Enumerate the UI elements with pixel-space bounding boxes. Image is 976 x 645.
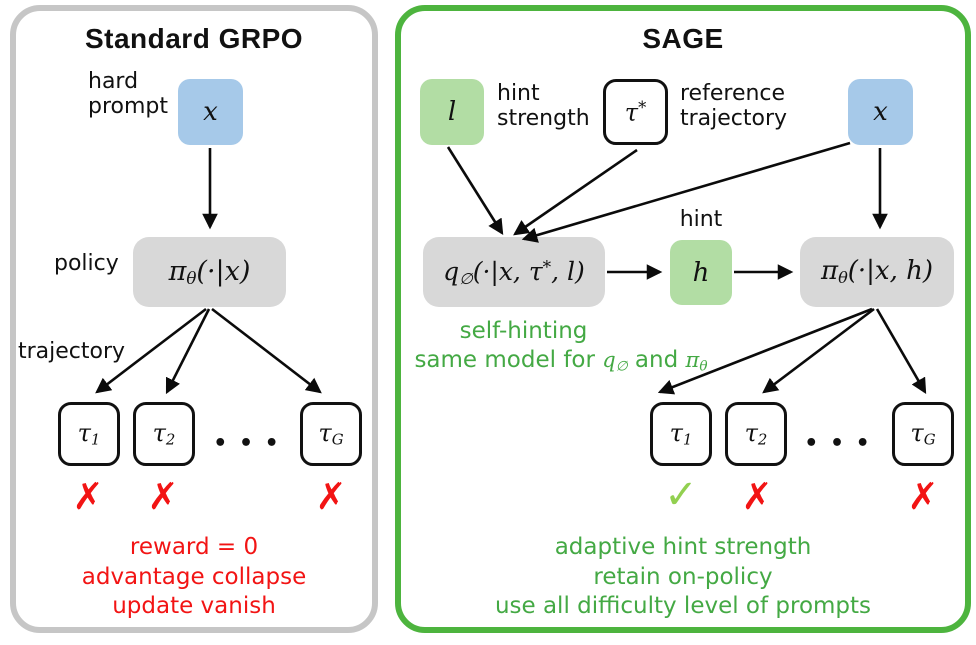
- theta-subscript: θ: [838, 268, 848, 288]
- q-args-pre: (·|x, τ: [472, 256, 543, 286]
- q-symbol: q: [602, 348, 616, 372]
- sage-caption-line2: retain on-policy: [593, 563, 773, 590]
- policy-args: (·|x, h): [847, 256, 934, 287]
- sage-caption-line3: use all difficulty level of prompts: [494, 593, 872, 619]
- policy-args: (·|x): [196, 255, 251, 287]
- q-symbol: q: [443, 256, 460, 286]
- grpo-caption: reward = 0 advantage collapse update van…: [16, 533, 372, 622]
- sage-policy-node-label: πθ(·|x, h): [821, 256, 933, 287]
- sage-policy-node: πθ(·|x, h): [800, 237, 954, 307]
- hard-prompt-label: hard prompt: [88, 69, 168, 119]
- grpo-traj-node-G: τG: [300, 402, 362, 466]
- self-hinting-note-line1: self-hinting: [459, 318, 588, 344]
- phi-subscript: ∅: [615, 358, 628, 375]
- hard-prompt-label-line2: prompt: [88, 94, 169, 119]
- q-phi-inline: q∅: [602, 348, 628, 375]
- sage-caption: adaptive hint strength retain on-policy …: [401, 533, 965, 622]
- q-args-post: , l): [551, 256, 585, 286]
- hint-strength-label-line2: strength: [497, 106, 590, 131]
- tau-symbol: τ: [910, 419, 924, 448]
- tau-subscript: G: [923, 430, 936, 449]
- sage-traj-node-2: τ2: [725, 402, 787, 466]
- grpo-caption-line2: advantage collapse: [81, 563, 307, 590]
- cross-mark-icon: ✗: [315, 475, 347, 518]
- trajectory-label: trajectory: [18, 339, 126, 364]
- grpo-caption-line1: reward = 0: [129, 534, 259, 560]
- sage-hint-strength-node: l: [420, 79, 484, 145]
- cross-mark-icon: ✗: [907, 475, 939, 518]
- hint-strength-label: hint strength: [497, 81, 590, 131]
- tau1-label: τ1: [670, 419, 693, 449]
- tau-symbol: τ: [77, 419, 91, 448]
- grpo-caption-line3: update vanish: [112, 593, 276, 619]
- sage-reference-node: τ*: [603, 79, 668, 145]
- cross-mark-icon: ✗: [741, 475, 773, 518]
- tau-symbol: τ: [744, 419, 758, 448]
- tau-symbol: τ: [318, 419, 332, 448]
- sage-hint-node: h: [670, 240, 732, 305]
- grpo-prompt-node-label: x: [203, 97, 218, 127]
- grpo-policy-node: πθ(·|x): [133, 237, 286, 307]
- check-mark-icon: ✓: [664, 472, 698, 518]
- cross-mark-icon: ✗: [72, 475, 104, 518]
- tau2-label: τ2: [745, 419, 768, 449]
- grpo-prompt-node: x: [178, 79, 243, 145]
- hint-label: hint: [679, 207, 723, 232]
- pi-symbol: π: [685, 348, 700, 372]
- hard-prompt-label-line1: hard: [88, 69, 139, 94]
- tau-symbol: τ: [624, 98, 639, 127]
- note-text: same model for: [414, 347, 603, 373]
- panel-sage: SAGE l hint strength τ* reference trajec…: [395, 5, 971, 633]
- tau2-label: τ2: [153, 419, 176, 449]
- tau-subscript: 2: [165, 430, 176, 449]
- tauG-label: τG: [910, 419, 935, 449]
- tau-subscript: 1: [682, 430, 693, 449]
- pi-symbol: π: [820, 256, 839, 287]
- sage-prompt-node-label: x: [873, 97, 888, 127]
- grpo-traj-node-1: τ1: [58, 402, 120, 466]
- sage-title: SAGE: [642, 23, 724, 54]
- sage-prompt-node: x: [848, 79, 913, 145]
- sage-traj-node-G: τG: [892, 402, 954, 466]
- tau-symbol: τ: [152, 419, 166, 448]
- h-node-label: h: [692, 257, 710, 288]
- reference-label-line1: reference: [680, 81, 786, 106]
- panel-standard-grpo: Standard GRPO hard prompt x policy πθ(·|…: [10, 5, 378, 633]
- tau-subscript: 2: [757, 430, 768, 449]
- theta-subscript: θ: [186, 268, 197, 289]
- star-superscript: *: [638, 97, 647, 117]
- tau-star-label: τ*: [625, 98, 646, 126]
- grpo-policy-node-label: πθ(·|x): [169, 256, 251, 288]
- tau-subscript: G: [331, 430, 344, 449]
- policy-label: policy: [54, 251, 119, 276]
- note-text: and: [627, 347, 686, 373]
- grpo-title: Standard GRPO: [84, 23, 304, 54]
- grpo-traj-node-2: τ2: [133, 402, 195, 466]
- theta-subscript: θ: [699, 358, 708, 375]
- sage-traj-node-1: τ1: [650, 402, 712, 466]
- self-hinting-note-line2: same model for q∅ and πθ: [401, 347, 721, 380]
- tau1-label: τ1: [78, 419, 101, 449]
- sage-caption-line1: adaptive hint strength: [554, 534, 812, 560]
- sage-q-node: q∅(·|x, τ*, l): [423, 237, 605, 307]
- grpo-ellipsis: • • •: [213, 430, 281, 456]
- sage-q-node-label: q∅(·|x, τ*, l): [443, 257, 585, 288]
- reference-trajectory-label: reference trajectory: [680, 81, 787, 131]
- phi-subscript: ∅: [459, 269, 473, 288]
- cross-mark-icon: ✗: [147, 475, 179, 518]
- star-superscript: *: [542, 256, 552, 277]
- hint-strength-label-line1: hint: [497, 81, 540, 106]
- reference-label-line2: trajectory: [680, 106, 788, 131]
- tauG-label: τG: [318, 419, 343, 449]
- tau-subscript: 1: [90, 430, 101, 449]
- tau-symbol: τ: [669, 419, 683, 448]
- pi-theta-inline: πθ: [685, 348, 708, 375]
- l-node-label: l: [447, 97, 457, 127]
- sage-ellipsis: • • •: [804, 430, 872, 456]
- pi-symbol: π: [168, 255, 187, 287]
